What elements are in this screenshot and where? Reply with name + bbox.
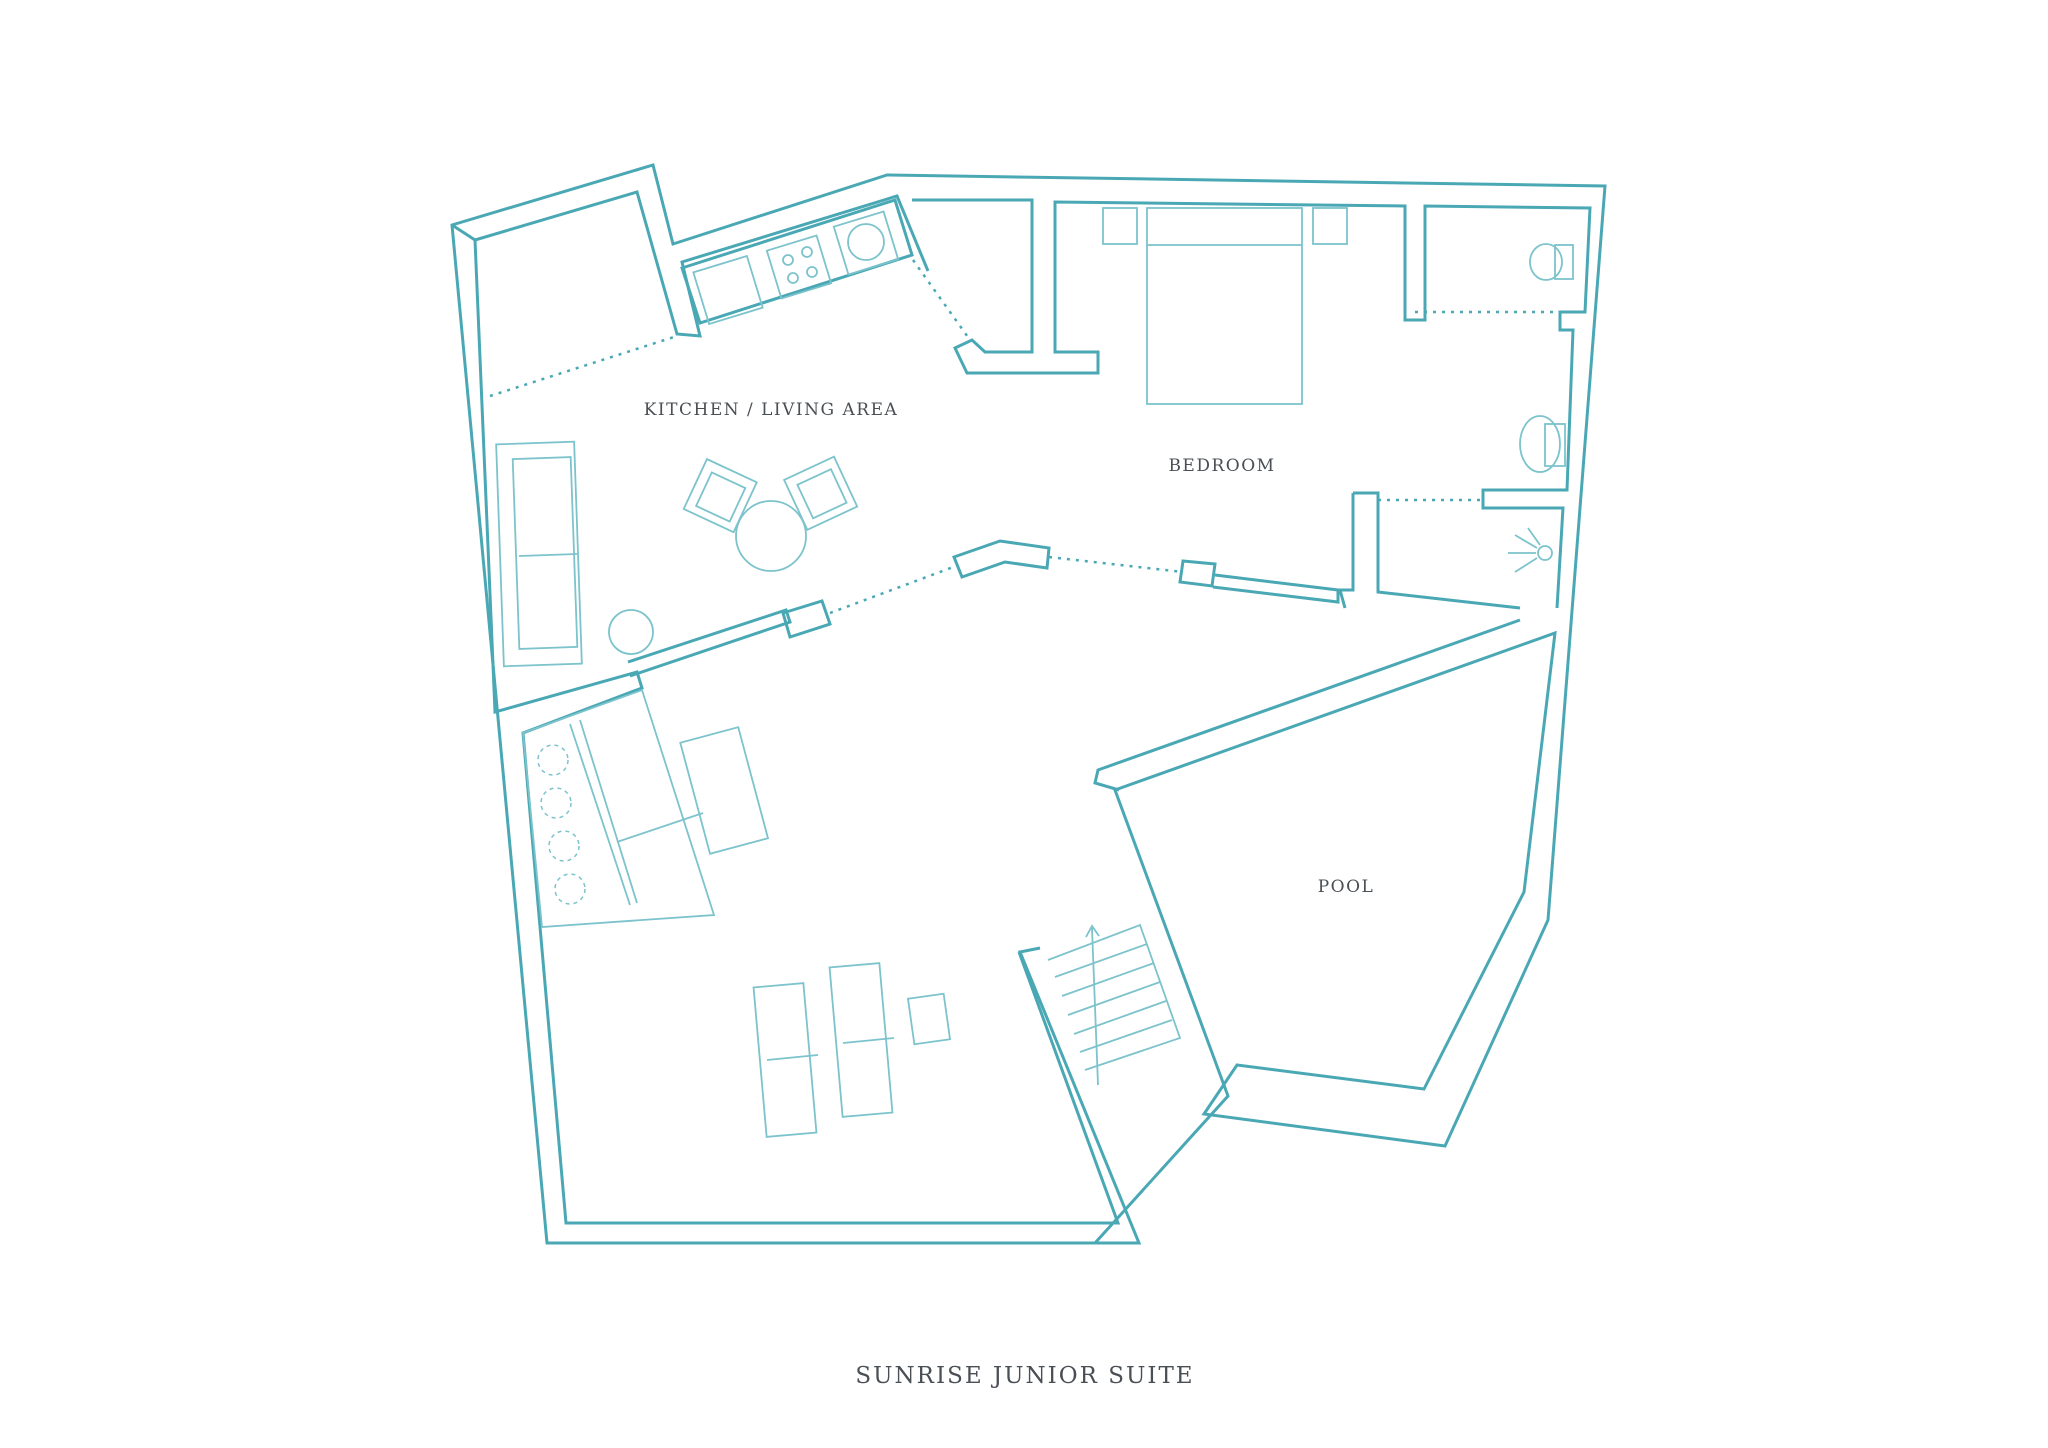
exterior-walls (450, 163, 1607, 1245)
nightstand (1102, 207, 1138, 245)
sink-icon (832, 210, 900, 276)
cooktop-icon (765, 234, 833, 300)
interior-walls (627, 198, 1592, 678)
sofa (495, 440, 583, 668)
stairs-arrow (1091, 927, 1099, 1086)
armchair (782, 455, 859, 531)
room-label-bedroom: BEDROOM (1168, 456, 1276, 476)
sun-lounger (828, 962, 894, 1118)
sun-lounger (752, 982, 818, 1138)
room-label-kitchen-living: KITCHEN / LIVING AREA (643, 400, 899, 420)
side-table (608, 609, 654, 655)
washbasin-icon (1519, 415, 1561, 473)
living-furniture (495, 440, 859, 668)
round-table (735, 500, 807, 572)
kitchen-counter (680, 198, 914, 326)
door-openings (489, 259, 1562, 615)
bathroom-fixtures (1508, 243, 1574, 573)
kitchen-appliance (692, 254, 764, 326)
bed (1102, 207, 1348, 405)
side-table (906, 992, 952, 1046)
armchair (682, 457, 758, 534)
outdoor-table (679, 726, 770, 855)
stairs (1047, 923, 1182, 1086)
shower-icon (1537, 545, 1553, 561)
nightstand (1312, 207, 1348, 245)
room-label-pool: POOL (1317, 877, 1375, 897)
toilet-icon (1554, 244, 1574, 280)
exterior-walls-inner (451, 223, 1521, 1245)
patio-furniture (522, 688, 952, 1138)
plan-title: SUNRISE JUNIOR SUITE (855, 1363, 1195, 1389)
